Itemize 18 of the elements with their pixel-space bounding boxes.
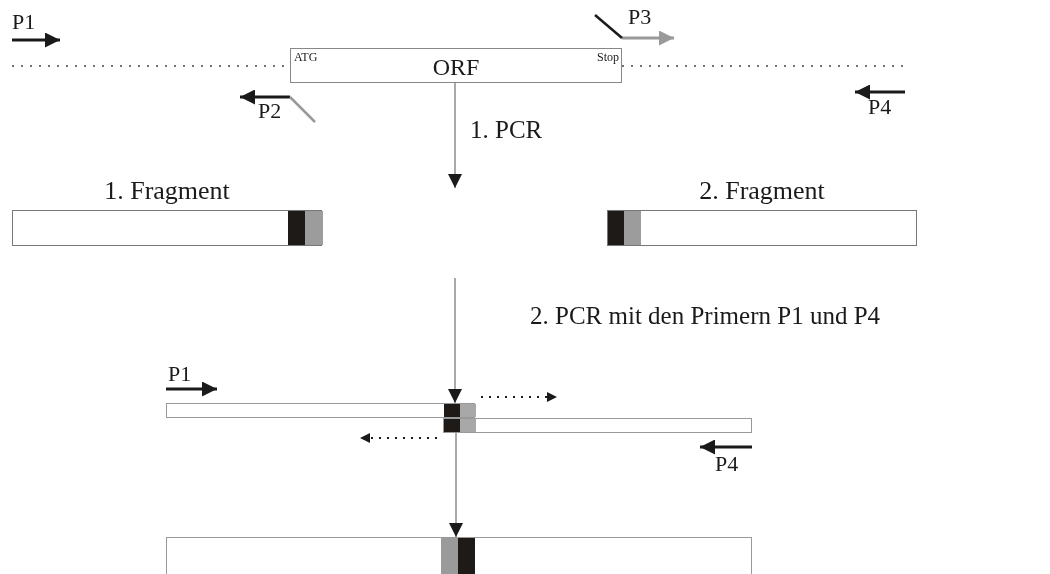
process-arrow (449, 432, 463, 538)
dna-strand-bar (166, 403, 475, 418)
gene-label: ORF (432, 54, 480, 81)
primer-label: P3 (628, 5, 652, 30)
gene-box (290, 48, 622, 83)
process-arrow (448, 277, 462, 404)
primer-label: P1 (168, 362, 192, 387)
fragment-label: 1. Fragment (104, 176, 230, 206)
fragment-label: 2. Fragment (699, 176, 825, 206)
start-codon-label: ATG (294, 51, 318, 65)
primer-label: P2 (258, 99, 282, 124)
dna-strand-bar (166, 537, 752, 574)
process-arrow (448, 82, 462, 189)
primer-label: P1 (12, 10, 36, 35)
stop-codon-label: Stop (597, 51, 619, 65)
dna-strand-bar (443, 418, 752, 433)
primer-label: P4 (868, 95, 892, 120)
primer-label: P4 (715, 452, 739, 477)
